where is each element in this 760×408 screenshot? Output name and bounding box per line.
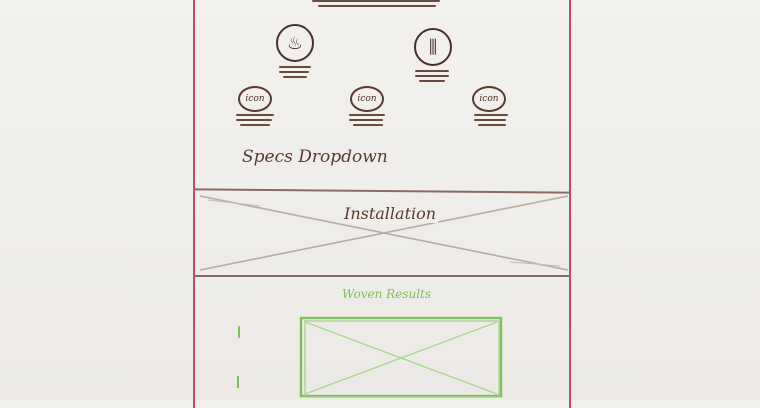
grill-icon-caption [415,70,449,85]
icon-1-caption [236,114,274,129]
placeholder-icon[interactable]: icon [472,86,506,112]
page-frame [193,0,571,408]
specs-dropdown[interactable]: Specs Dropdown [242,147,388,167]
woven-results-label: Woven Results [342,287,432,301]
top-heading-lines [312,0,440,10]
placeholder-icon[interactable]: icon [238,86,272,112]
placeholder-icon[interactable]: icon [350,86,384,112]
steam-icon-caption [279,66,311,81]
icon-2-caption [349,114,385,129]
steam-icon[interactable]: ♨ [276,24,314,62]
installation-label: Installation [342,204,439,223]
icon-3-caption [474,114,508,129]
grill-icon[interactable]: ⫼ [414,28,452,66]
section-divider-mid [195,275,569,277]
